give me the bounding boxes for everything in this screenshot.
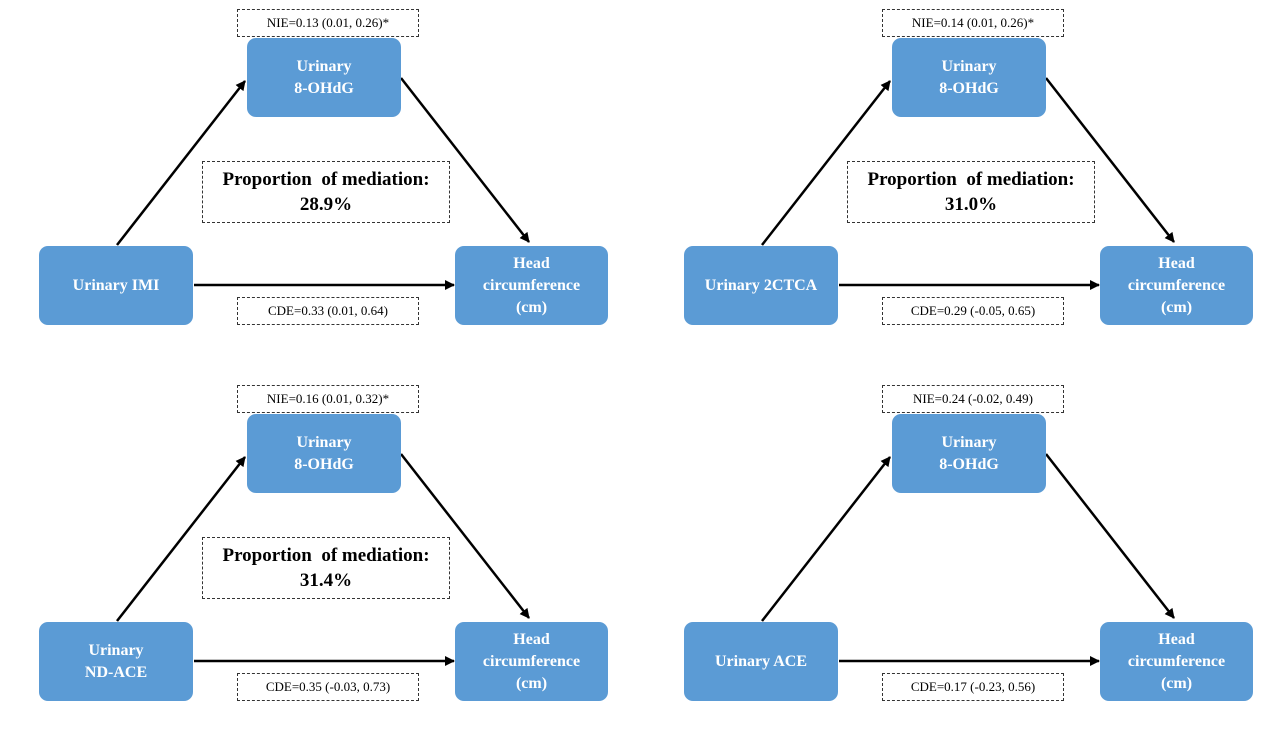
mediation-panel-2ctca: Urinary 2CTCA Urinary 8-OHdG Head circum… — [645, 0, 1280, 360]
proportion-value: 28.9% — [299, 194, 353, 215]
exposure-label-line1: Urinary — [88, 641, 144, 659]
proportion-value: 31.4% — [299, 570, 353, 591]
nie-box: NIE=0.13 (0.01, 0.26)* — [237, 9, 419, 37]
exposure-node: Urinary ND-ACE — [39, 622, 193, 701]
path-b-arrow — [400, 453, 530, 619]
outcome-label-line2: circumference — [1127, 652, 1226, 670]
proportion-label: Proportion of mediation: — [222, 545, 430, 566]
outcome-node: Head circumference (cm) — [1100, 622, 1253, 701]
proportion-value: 31.0% — [944, 194, 998, 215]
path-a-arrow — [116, 456, 246, 622]
arrows-layer — [116, 453, 530, 666]
mediator-node: Urinary 8-OHdG — [247, 38, 401, 117]
mediation-panel-nd-ace: Urinary ND-ACE Urinary 8-OHdG Head circu… — [0, 376, 640, 736]
proportion-label: Proportion of mediation: — [867, 169, 1075, 190]
exposure-label-line2: ND-ACE — [84, 663, 148, 681]
mediator-label-line1: Urinary — [296, 57, 352, 75]
outcome-label-line3: (cm) — [515, 674, 548, 692]
path-b-arrow — [1045, 453, 1175, 619]
mediator-label-line2: 8-OHdG — [939, 79, 999, 97]
outcome-label-line1: Head — [1158, 630, 1195, 648]
mediator-label-line1: Urinary — [941, 57, 997, 75]
nie-box: NIE=0.16 (0.01, 0.32)* — [237, 385, 419, 413]
outcome-label-line1: Head — [513, 630, 550, 648]
nie-box: NIE=0.24 (-0.02, 0.49) — [882, 385, 1064, 413]
outcome-label-line1: Head — [513, 254, 550, 272]
proportion-box: Proportion of mediation: 31.4% — [202, 537, 450, 599]
exposure-node: Urinary ACE — [684, 622, 838, 701]
arrows-layer — [761, 453, 1175, 666]
cde-box: CDE=0.33 (0.01, 0.64) — [237, 297, 419, 325]
mediator-node: Urinary 8-OHdG — [892, 414, 1046, 493]
path-a-arrow — [761, 80, 891, 246]
cde-box: CDE=0.35 (-0.03, 0.73) — [237, 673, 419, 701]
exposure-label: Urinary 2CTCA — [704, 276, 818, 294]
outcome-label-line3: (cm) — [515, 298, 548, 316]
cde-box: CDE=0.29 (-0.05, 0.65) — [882, 297, 1064, 325]
outcome-label-line2: circumference — [1127, 276, 1226, 294]
outcome-label-line2: circumference — [482, 652, 581, 670]
mediator-label-line1: Urinary — [941, 433, 997, 451]
outcome-label-line3: (cm) — [1160, 298, 1193, 316]
path-b-arrow — [1045, 77, 1175, 243]
mediator-label-line2: 8-OHdG — [294, 79, 354, 97]
path-b-arrow — [400, 77, 530, 243]
mediator-label-line1: Urinary — [296, 433, 352, 451]
outcome-node: Head circumference (cm) — [455, 622, 608, 701]
arrows-layer — [761, 77, 1175, 290]
cde-box: CDE=0.17 (-0.23, 0.56) — [882, 673, 1064, 701]
outcome-node: Head circumference (cm) — [455, 246, 608, 325]
path-a-arrow — [116, 80, 246, 246]
mediation-panel-ace: Urinary ACE Urinary 8-OHdG Head circumfe… — [645, 376, 1280, 736]
exposure-node: Urinary 2CTCA — [684, 246, 838, 325]
mediator-label-line2: 8-OHdG — [294, 455, 354, 473]
mediator-label-line2: 8-OHdG — [939, 455, 999, 473]
arrows-layer — [116, 77, 530, 290]
proportion-box: Proportion of mediation: 31.0% — [847, 161, 1095, 223]
path-a-arrow — [761, 456, 891, 622]
proportion-label: Proportion of mediation: — [222, 169, 430, 190]
nie-box: NIE=0.14 (0.01, 0.26)* — [882, 9, 1064, 37]
outcome-label-line3: (cm) — [1160, 674, 1193, 692]
outcome-label-line1: Head — [1158, 254, 1195, 272]
proportion-box: Proportion of mediation: 28.9% — [202, 161, 450, 223]
mediation-panel-imi: Urinary IMI Urinary 8-OHdG Head circumfe… — [0, 0, 640, 360]
exposure-label: Urinary IMI — [72, 276, 160, 294]
exposure-label: Urinary ACE — [715, 652, 807, 670]
outcome-node: Head circumference (cm) — [1100, 246, 1253, 325]
outcome-label-line2: circumference — [482, 276, 581, 294]
exposure-node: Urinary IMI — [39, 246, 193, 325]
mediator-node: Urinary 8-OHdG — [892, 38, 1046, 117]
mediator-node: Urinary 8-OHdG — [247, 414, 401, 493]
